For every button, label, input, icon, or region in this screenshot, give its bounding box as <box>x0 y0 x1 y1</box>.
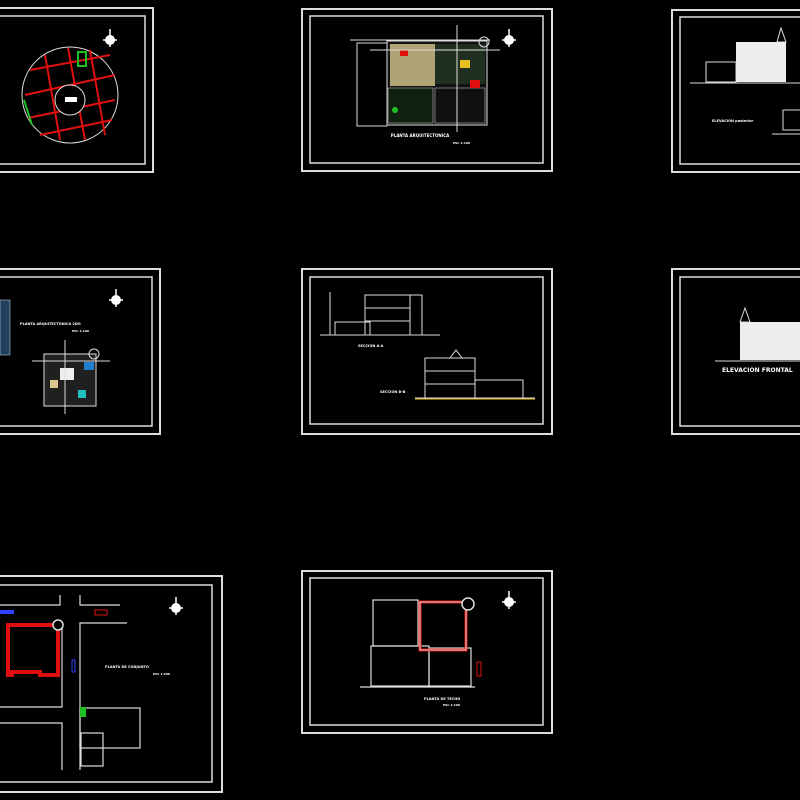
sheet-scale: ESC 1:100 <box>453 141 470 145</box>
sheet-elevacion-frontal[interactable]: ELEVACION FRONTAL <box>671 268 800 435</box>
sheet-scale: ESC 1:100 <box>443 703 460 707</box>
section-b-title: SECCION B-B <box>380 390 406 394</box>
north-arrow-icon <box>102 28 118 48</box>
north-arrow-icon <box>168 596 184 616</box>
sheet-planta-arquitectonica[interactable]: PLANTA ARQUITECTONICA ESC 1:100 <box>301 8 553 172</box>
sheet-title: PLANTA DE TECHO <box>424 697 460 701</box>
sheet-planta-2do[interactable]: PLANTA ARQUITECTONICA 2DO ESC 1:100 <box>0 268 161 435</box>
north-arrow-icon <box>108 288 124 308</box>
sheet-title: ELEVACION FRONTAL <box>722 367 793 374</box>
sheet-secciones[interactable]: SECCION A-A SECCION B-B <box>301 268 553 435</box>
sheet-title: PLANTA ARQUITECTONICA 2DO <box>20 322 81 326</box>
sheet-scale: ESC 1:200 <box>153 672 170 676</box>
section-a-title: SECCION A-A <box>358 344 384 348</box>
sheet-title: PLANTA ARQUITECTONICA <box>391 133 450 138</box>
sheet-title: ELEVACION posterior <box>712 119 754 123</box>
north-arrow-icon <box>501 590 517 610</box>
location-circle <box>21 46 119 144</box>
sheet-planta-de-techo[interactable]: PLANTA DE TECHO ESC 1:100 <box>301 570 553 734</box>
north-arrow-icon <box>501 28 517 48</box>
sheet-scale: ESC 1:100 <box>72 329 89 333</box>
sheet-elevacion-posterior[interactable]: ELEVACION posterior <box>671 9 800 173</box>
sheet-title: PLANTA DE CONJUNTO <box>105 665 149 669</box>
sheet-planta-de-conjunto[interactable]: PLANTA DE CONJUNTO ESC 1:200 <box>0 575 223 793</box>
section-b <box>415 349 535 399</box>
section-a <box>320 292 440 336</box>
sheet-location-map[interactable] <box>0 7 154 173</box>
